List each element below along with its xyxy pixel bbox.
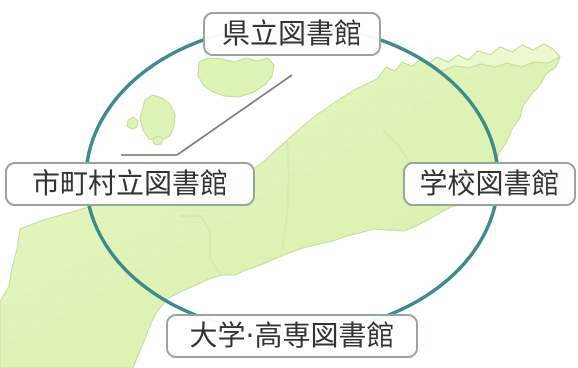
island-west-3	[152, 135, 164, 146]
label-municipal-library: 市町村立図書館	[5, 162, 255, 206]
island-west-2	[126, 116, 139, 130]
label-school-library: 学校図書館	[403, 162, 576, 206]
label-university-college-library: 大学·高専図書館	[166, 314, 418, 358]
island-west-1	[139, 94, 176, 142]
label-prefectural-library: 県立図書館	[203, 12, 381, 56]
leader-line	[176, 74, 293, 156]
island-east-tip	[427, 43, 561, 72]
island-north	[197, 57, 275, 98]
